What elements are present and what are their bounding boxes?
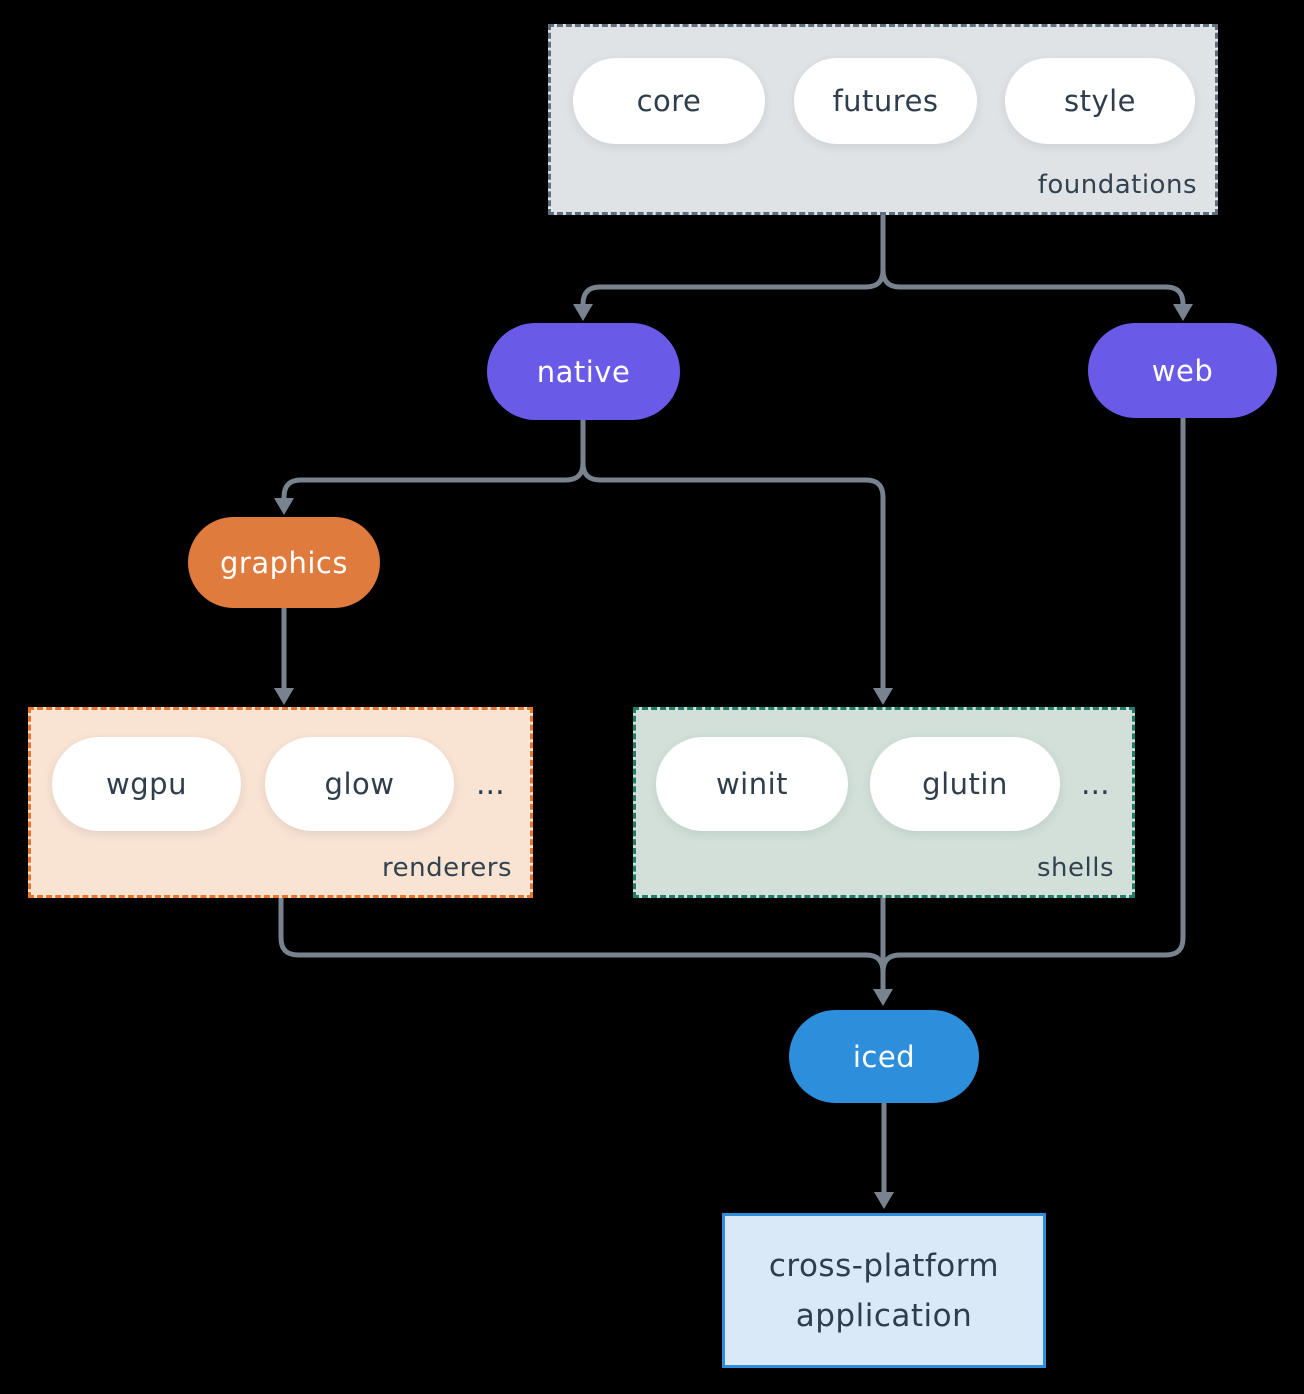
- edge-renderers-iced: [278, 898, 886, 973]
- node-core: core: [573, 58, 765, 144]
- shells-group: winit glutin ... shells: [633, 707, 1135, 898]
- shells-ellipsis: ...: [1081, 737, 1110, 831]
- node-futures-label: futures: [832, 84, 939, 118]
- node-winit-label: winit: [715, 767, 789, 801]
- arrowhead-application: [874, 1192, 894, 1209]
- node-web-label: web: [1151, 353, 1214, 388]
- node-native: native: [487, 323, 680, 420]
- application-label-line1: cross-platform: [768, 1247, 1000, 1284]
- node-wgpu: wgpu: [52, 737, 241, 831]
- application-label-line2: application: [795, 1297, 973, 1334]
- node-iced-label: iced: [852, 1039, 916, 1074]
- arrowhead-web: [1173, 304, 1193, 321]
- node-wgpu-label: wgpu: [106, 767, 187, 801]
- application-box: cross-platform application: [722, 1213, 1046, 1368]
- node-glutin-label: glutin: [922, 767, 1008, 801]
- shells-group-label: shells: [1036, 853, 1114, 883]
- foundations-group: core futures style foundations: [548, 24, 1218, 215]
- renderers-ellipsis: ...: [476, 737, 505, 831]
- node-iced: iced: [789, 1010, 979, 1103]
- arrowhead-shells: [873, 688, 893, 705]
- arrowhead-graphics: [274, 498, 294, 515]
- node-winit: winit: [656, 737, 848, 831]
- arrowhead-iced: [873, 989, 893, 1006]
- node-glow: glow: [265, 737, 454, 831]
- node-glutin: glutin: [870, 737, 1060, 831]
- renderers-group-label: renderers: [382, 853, 512, 883]
- edge-foundations-web: [880, 269, 1186, 307]
- node-graphics-label: graphics: [219, 545, 348, 580]
- edge-native-shells: [580, 462, 886, 690]
- renderers-ellipsis-text: ...: [476, 766, 505, 802]
- node-glow-label: glow: [324, 767, 395, 801]
- arrowhead-renderers: [274, 688, 294, 705]
- node-web: web: [1088, 323, 1277, 418]
- edge-native-graphics: [281, 420, 586, 500]
- node-style: style: [1005, 58, 1195, 144]
- node-futures: futures: [794, 58, 977, 144]
- node-core-label: core: [636, 84, 702, 118]
- node-style-label: style: [1063, 84, 1137, 118]
- application-label: cross-platform application: [725, 1216, 1043, 1365]
- node-native-label: native: [536, 354, 631, 389]
- edge-foundations-native: [580, 215, 886, 307]
- renderers-group: wgpu glow ... renderers: [28, 707, 533, 898]
- arrowhead-native: [573, 304, 593, 321]
- node-graphics: graphics: [188, 517, 380, 608]
- shells-ellipsis-text: ...: [1081, 766, 1110, 802]
- foundations-group-label: foundations: [1037, 170, 1197, 200]
